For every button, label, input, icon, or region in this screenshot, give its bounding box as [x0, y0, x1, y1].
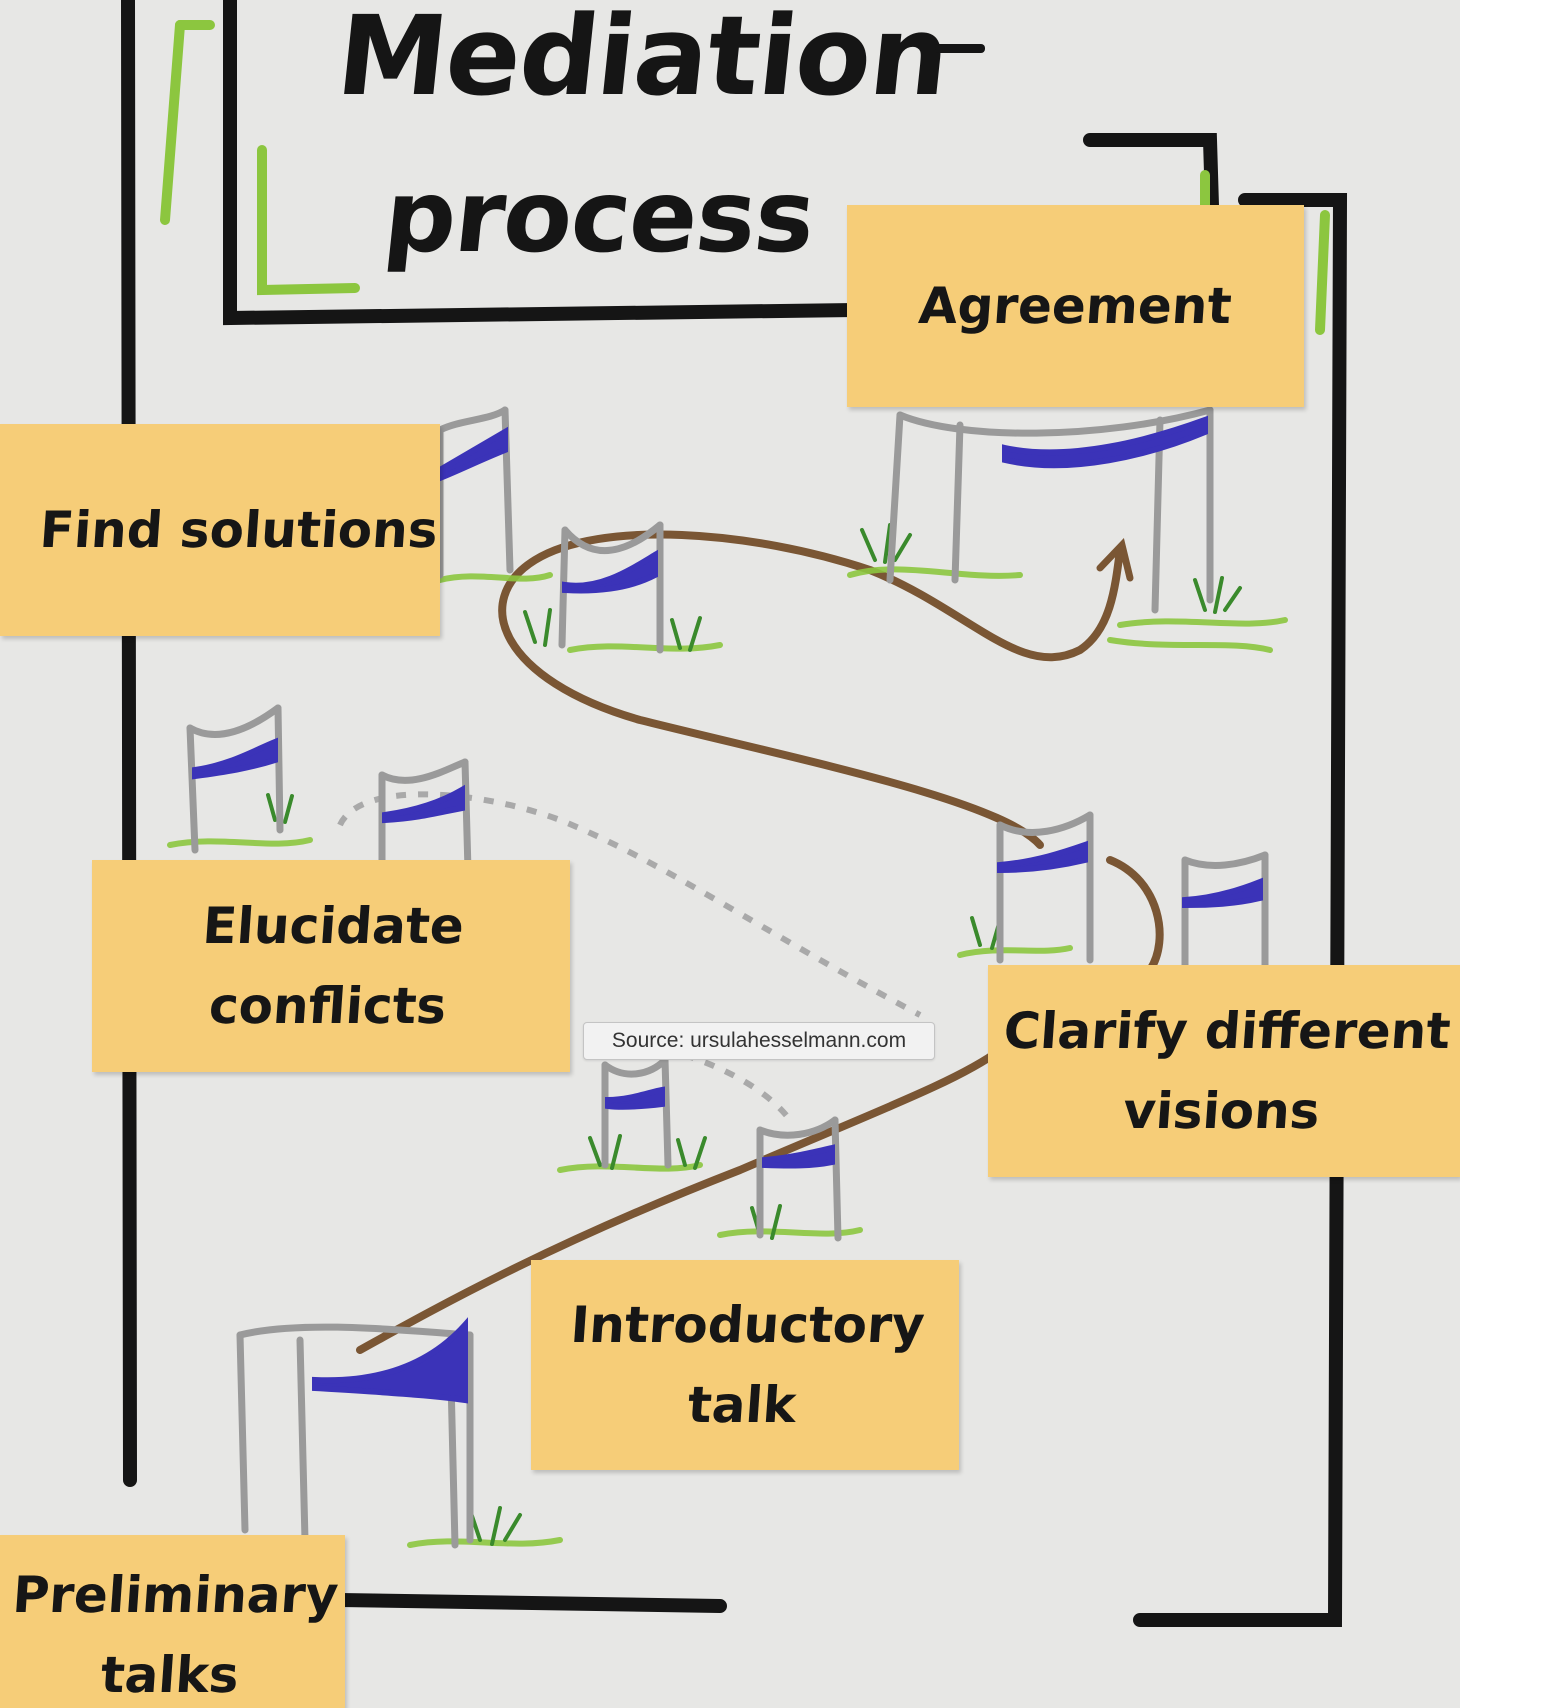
source-caption: Source: ursulahesselmann.com [583, 1022, 935, 1060]
note-agreement-label: Agreement [917, 277, 1234, 335]
note-introductory-talk-label: Introductory talk [568, 1296, 927, 1434]
note-agreement: Agreement [847, 205, 1304, 407]
note-elucidate-conflicts-label: Elucidate conflicts [201, 897, 467, 1035]
note-introductory-talk: Introductory talk [531, 1260, 959, 1470]
blue-banners [192, 415, 1263, 1404]
flipchart-paper: Mediation process Agreement Find solutio… [0, 0, 1460, 1708]
note-preliminary-talks-label: Preliminary talks [10, 1566, 340, 1704]
title-line-2: process [378, 158, 820, 275]
grass-blades [266, 523, 1242, 1546]
main-route-upper [498, 530, 1124, 849]
main-route [356, 1046, 1004, 1354]
frame-lines [121, 0, 1348, 1627]
path-arrow-icon [1096, 537, 1134, 582]
flag-gate-icon [186, 406, 1269, 1549]
note-preliminary-talks: Preliminary talks [0, 1535, 345, 1708]
page-margin [1460, 0, 1564, 1708]
title-line-1: Mediation [331, 0, 955, 120]
note-elucidate-conflicts: Elucidate conflicts [92, 860, 570, 1072]
note-find-solutions-label: Find solutions [37, 501, 440, 559]
main-route-right [1106, 856, 1164, 974]
note-find-solutions: Find solutions [0, 424, 440, 636]
note-clarify-visions: Clarify different visions [988, 965, 1460, 1177]
grass-tuft-icon [167, 566, 1288, 1548]
note-clarify-visions-label: Clarify different visions [1001, 1002, 1453, 1140]
title-dash [935, 44, 985, 53]
